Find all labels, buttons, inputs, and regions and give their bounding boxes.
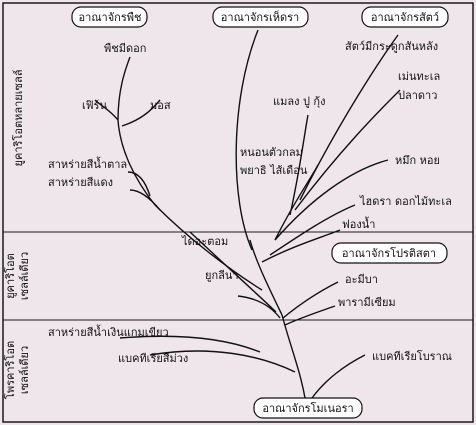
label-insects-crabs: แมลง ปู กุ้ง [273,95,325,108]
kingdom-box-fungi: อาณาจักรเห็ดรา [212,6,309,28]
label-diatoms: ไดอะตอม [181,235,228,248]
branch-flowering-plants [117,56,131,121]
label-sea-squirts: เม่นทะเล [398,70,440,83]
kingdom-animal-label: อาณาจักรสัตว์ [371,11,439,24]
zone-label-prokaryote-2: เซลล์เดียว [18,346,31,394]
branch-ferns [94,99,119,121]
branch-fungi [235,29,259,251]
label-ferns: เฟิร์น [82,99,107,112]
branch-mosses [121,99,161,127]
branch-cnidarians [269,204,356,256]
branch-red-algae [129,189,161,211]
branch-sponges [261,229,341,263]
label-flatworms: พยาธิ ไส้เดือน [240,164,308,177]
tree-branches [94,29,401,399]
kingdom-protist-label: อาณาจักรโปรติสตา [342,246,436,260]
branch-paramecium [284,305,336,326]
kingdom-box-animal: อาณาจักรสัตว์ [361,6,449,28]
kingdom-plant-label: อาณาจักรพืช [79,11,142,24]
branch-mollusks [274,159,389,241]
branch-purple-bacteria [149,350,296,373]
branch-brown-algae [127,171,151,197]
zone-label-unicellular-eukaryote-2: เซลล์เดียว [18,252,31,300]
label-purple-bacteria: แบคทีเรียสีม่วง [118,352,188,365]
kingdom-box-protist: อาณาจักรโปรติสตา [331,242,448,264]
label-starfish: ปลาดาว [398,89,437,102]
branch-insects [289,114,309,216]
branch-plant-lineage [154,204,263,291]
zone-label-unicellular-eukaryote-1: ยูคาริโอต [3,253,17,299]
label-brown-algae: สาหร่ายสีน้ำตาล [48,156,127,171]
branch-vertebrates [299,34,399,201]
branch-euglena [237,295,281,319]
label-cnidarians: ไฮดรา ดอกไม้ทะเล [359,195,452,208]
branch-amoeba [282,281,339,319]
label-mosses: มอส [150,99,171,112]
label-vertebrates: สัตว์มีกระดูกสันหลัง [345,40,438,53]
branch-archaebacteria [311,354,366,399]
label-blue-green-algae: สาหร่ายสีน้ำเงินแกมเขียว [48,324,169,339]
kingdom-fungi-label: อาณาจักรเห็ดรา [221,10,299,24]
label-mollusks: หมึก หอย [395,154,440,167]
label-archaebacteria: แบคทีเรียโบราณ [372,349,452,363]
label-flowering-plants: พืชมีดอก [104,42,146,55]
label-sponges: ฟองน้ำ [342,216,375,231]
label-amoeba: อะมีบา [345,273,378,286]
branch-blue-green-algae [119,335,261,353]
branch-plants-main [117,119,156,206]
branch-echinoderms [294,89,401,211]
kingdom-monera-label: อาณาจักรโมเนอรา [262,401,353,415]
label-roundworms: หนอนตัวกลม [240,146,303,159]
branch-diatom [189,231,277,313]
label-red-algae: สาหร่ายสีแดง [48,176,113,189]
kingdom-box-monera: อาณาจักรโมเนอรา [253,397,363,419]
label-euglena: ยูกลีนา [205,269,239,282]
label-paramecium: พารามีเซียม [338,296,396,309]
branch-trunk [281,314,306,399]
zone-label-prokaryote-1: โพรคาริโอต [3,341,17,399]
branch-upper-stem [249,239,283,316]
zone-label-multicellular-eukaryote: ยูคาริโอตหลายเซลล์ [11,70,25,167]
kingdom-box-plant: อาณาจักรพืช [71,6,148,28]
